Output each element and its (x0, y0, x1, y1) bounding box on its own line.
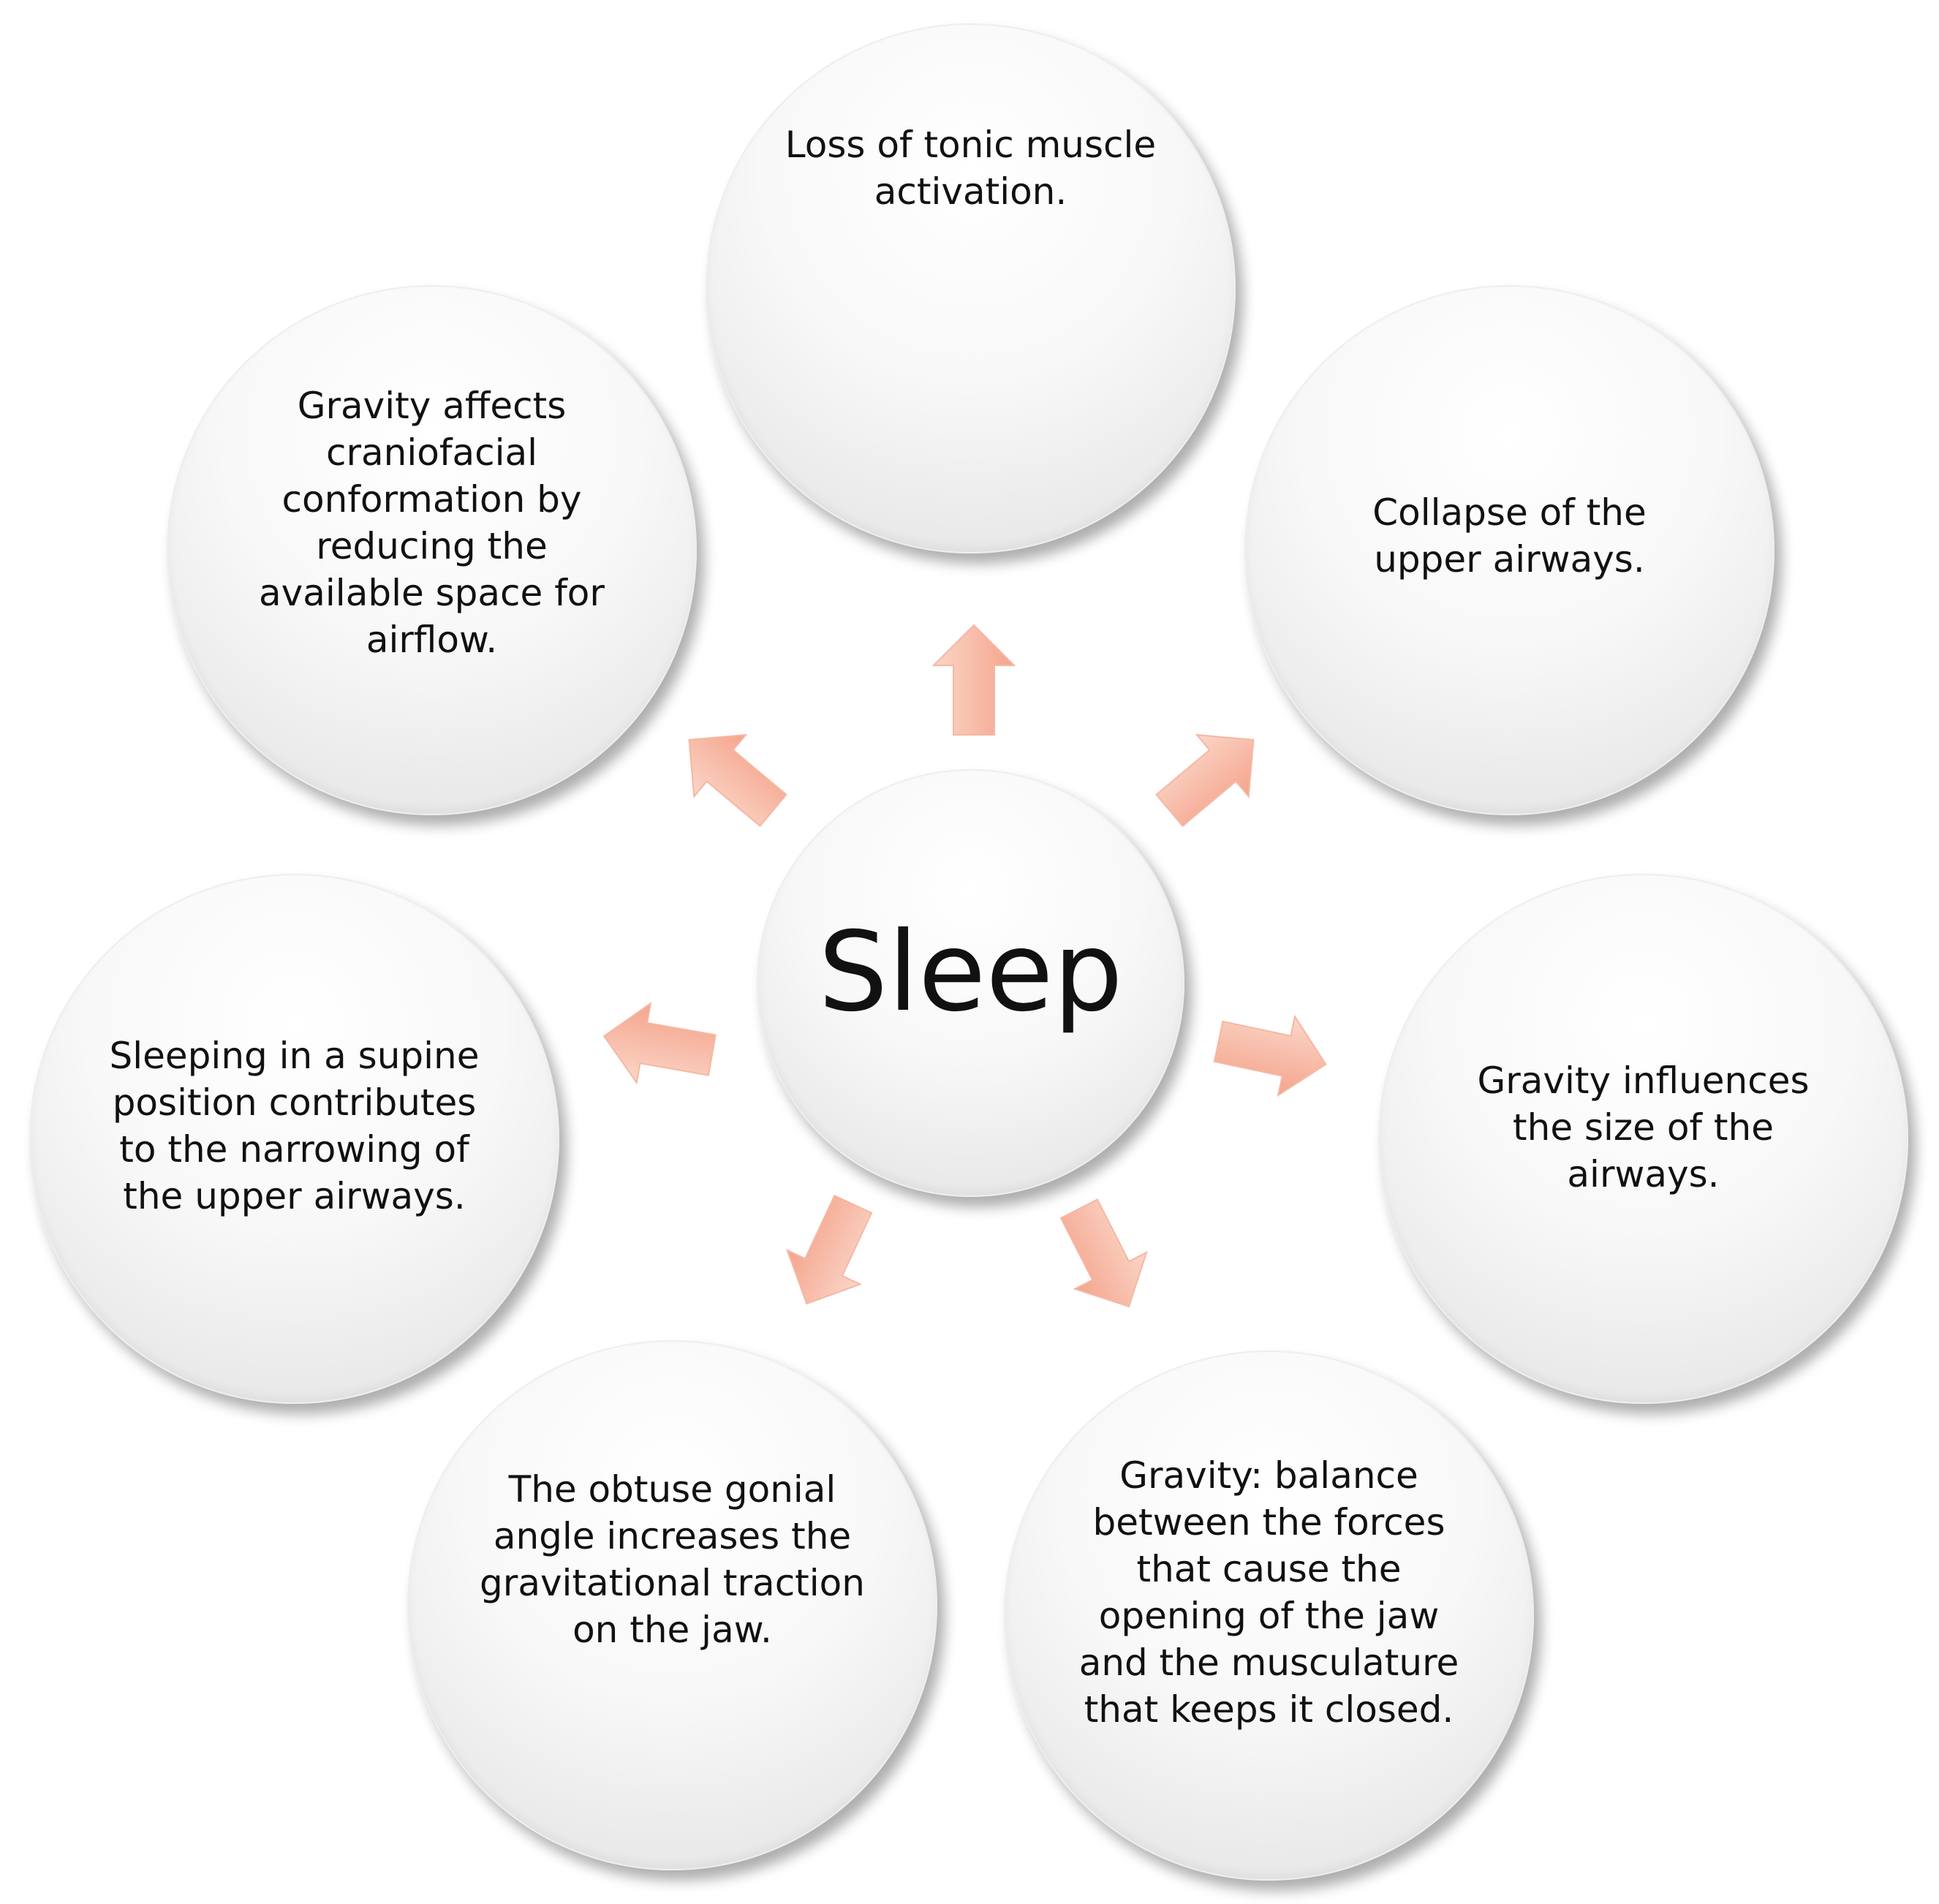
node-top-label: Loss of tonic muscle activation. (785, 123, 1157, 213)
arrow-to-top (931, 624, 1016, 736)
arrow-to-upper-left (688, 733, 787, 828)
arrow-to-lower-left (785, 1194, 873, 1305)
node-left: Sleeping in a supine position contribute… (29, 874, 559, 1404)
node-lower-right-label: Gravity: balance between the forces that… (1078, 1454, 1459, 1731)
node-upper-left-label: Gravity affects craniofacial conformatio… (259, 385, 605, 661)
node-upper-left: Gravity affects craniofacial conformatio… (167, 285, 697, 815)
node-top: Loss of tonic muscle activation. (706, 23, 1236, 554)
node-right: Gravity influences the size of the airwa… (1378, 874, 1908, 1404)
center-label: Sleep (818, 908, 1123, 1036)
arrow-to-left (602, 1002, 717, 1085)
node-right-label: Gravity influences the size of the airwa… (1477, 1059, 1810, 1195)
node-upper-right-label: Collapse of the upper airways. (1372, 491, 1647, 581)
arrow-to-upper-right (1155, 733, 1255, 828)
node-lower-left-label: The obtuse gonial angle increases the gr… (480, 1467, 865, 1651)
node-lower-left: The obtuse gonial angle increases the gr… (407, 1340, 937, 1870)
node-upper-right: Collapse of the upper airways. (1244, 285, 1774, 815)
arrow-to-right (1213, 1014, 1327, 1098)
arrow-to-lower-right (1059, 1198, 1148, 1308)
center-node-sleep: Sleep (757, 769, 1184, 1197)
node-lower-right: Gravity: balance between the forces that… (1004, 1350, 1534, 1881)
node-left-label: Sleeping in a supine position contribute… (109, 1035, 480, 1217)
